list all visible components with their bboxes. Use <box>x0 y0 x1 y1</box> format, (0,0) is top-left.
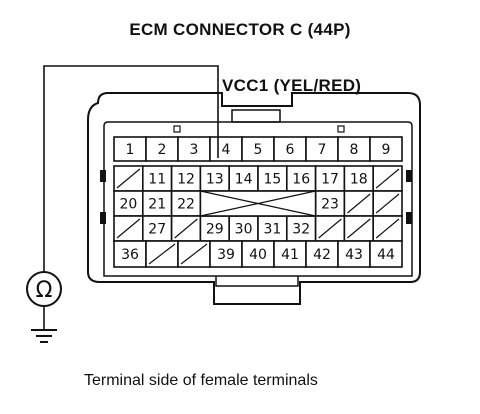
terminal-23: 23 <box>314 190 346 217</box>
terminal-number: 6 <box>286 142 295 158</box>
connector-latch <box>215 276 299 287</box>
terminal-27: 27 <box>142 215 173 242</box>
terminal-number: 21 <box>148 197 166 213</box>
empty-cavity <box>170 215 202 242</box>
terminal-9: 9 <box>369 136 403 162</box>
connector-tab <box>231 109 281 123</box>
terminal-1: 1 <box>113 136 147 162</box>
terminal-number: 31 <box>263 222 281 238</box>
probe-wire <box>43 65 219 272</box>
terminal-40: 40 <box>241 240 275 268</box>
locator-right <box>337 125 345 133</box>
terminal-32: 32 <box>285 215 317 242</box>
terminal-number: 13 <box>206 172 224 188</box>
terminal-16: 16 <box>285 165 317 192</box>
terminal-number: 11 <box>148 172 166 188</box>
connector-inner-housing <box>103 121 413 277</box>
signal-label: VCC1 (YEL/RED) <box>222 76 362 95</box>
terminal-44: 44 <box>369 240 403 268</box>
terminal-5: 5 <box>241 136 275 162</box>
terminal-2: 2 <box>145 136 179 162</box>
terminal-number: 15 <box>263 172 281 188</box>
terminal-number: 43 <box>345 247 363 263</box>
terminal-6: 6 <box>273 136 307 162</box>
terminal-number: 18 <box>350 172 368 188</box>
ohmmeter: Ω <box>26 271 62 307</box>
locator-left <box>173 125 181 133</box>
empty-cavity <box>177 240 211 268</box>
terminal-number: 22 <box>177 197 195 213</box>
side-key-right-bottom <box>406 212 412 224</box>
terminal-number: 27 <box>148 222 166 238</box>
empty-cavity <box>372 190 403 217</box>
terminal-number: 14 <box>235 172 253 188</box>
terminal-number: 2 <box>158 142 167 158</box>
terminal-36: 36 <box>113 240 147 268</box>
empty-cavity <box>343 215 374 242</box>
empty-cavity <box>372 215 403 242</box>
terminal-number: 9 <box>382 142 391 158</box>
terminal-number: 40 <box>249 247 267 263</box>
terminal-8: 8 <box>337 136 371 162</box>
empty-cavity <box>314 215 346 242</box>
terminal-17: 17 <box>314 165 346 192</box>
terminal-number: 7 <box>318 142 327 158</box>
ground-icon <box>31 329 57 343</box>
ohm-symbol: Ω <box>36 278 53 303</box>
terminal-number: 16 <box>292 172 310 188</box>
terminal-39: 39 <box>209 240 243 268</box>
terminal-number: 4 <box>222 142 231 158</box>
terminal-number: 44 <box>377 247 395 263</box>
side-key-left-top <box>100 170 106 182</box>
empty-cavity <box>145 240 179 268</box>
terminal-4: 4 <box>209 136 243 162</box>
side-key-right-top <box>406 170 412 182</box>
terminal-30: 30 <box>228 215 259 242</box>
terminal-12: 12 <box>170 165 202 192</box>
terminal-number: 23 <box>321 197 339 213</box>
terminal-13: 13 <box>199 165 230 192</box>
terminal-29: 29 <box>199 215 230 242</box>
ohmmeter-circle <box>26 271 62 307</box>
terminal-31: 31 <box>257 215 288 242</box>
terminal-number: 20 <box>119 197 137 213</box>
terminal-22: 22 <box>170 190 202 217</box>
empty-cavity <box>372 165 403 192</box>
terminal-11: 11 <box>142 165 173 192</box>
terminal-42: 42 <box>305 240 339 268</box>
side-key-left-bottom <box>100 212 106 224</box>
terminal-number: 12 <box>177 172 195 188</box>
terminal-number: 36 <box>121 247 139 263</box>
terminal-14: 14 <box>228 165 259 192</box>
terminal-number: 8 <box>350 142 359 158</box>
terminal-41: 41 <box>273 240 307 268</box>
terminal-20: 20 <box>113 190 144 217</box>
terminal-43: 43 <box>337 240 371 268</box>
terminal-number: 42 <box>313 247 331 263</box>
terminal-15: 15 <box>257 165 288 192</box>
empty-cavity <box>113 215 144 242</box>
terminal-number: 1 <box>126 142 135 158</box>
terminal-number: 29 <box>206 222 224 238</box>
terminal-7: 7 <box>305 136 339 162</box>
terminal-number: 3 <box>190 142 199 158</box>
terminal-21: 21 <box>142 190 173 217</box>
terminal-number: 41 <box>281 247 299 263</box>
terminal-number: 17 <box>321 172 339 188</box>
terminal-18: 18 <box>343 165 374 192</box>
terminal-number: 5 <box>254 142 263 158</box>
terminal-number: 39 <box>217 247 235 263</box>
connector-housing <box>87 92 421 305</box>
terminal-number: 30 <box>235 222 253 238</box>
terminal-3: 3 <box>177 136 211 162</box>
terminal-number: 32 <box>292 222 310 238</box>
caption: Terminal side of female terminals <box>84 372 318 389</box>
crossed-block <box>199 190 317 217</box>
connector-title: ECM CONNECTOR C (44P) <box>129 20 351 39</box>
empty-cavity <box>113 165 144 192</box>
empty-cavity <box>343 190 374 217</box>
